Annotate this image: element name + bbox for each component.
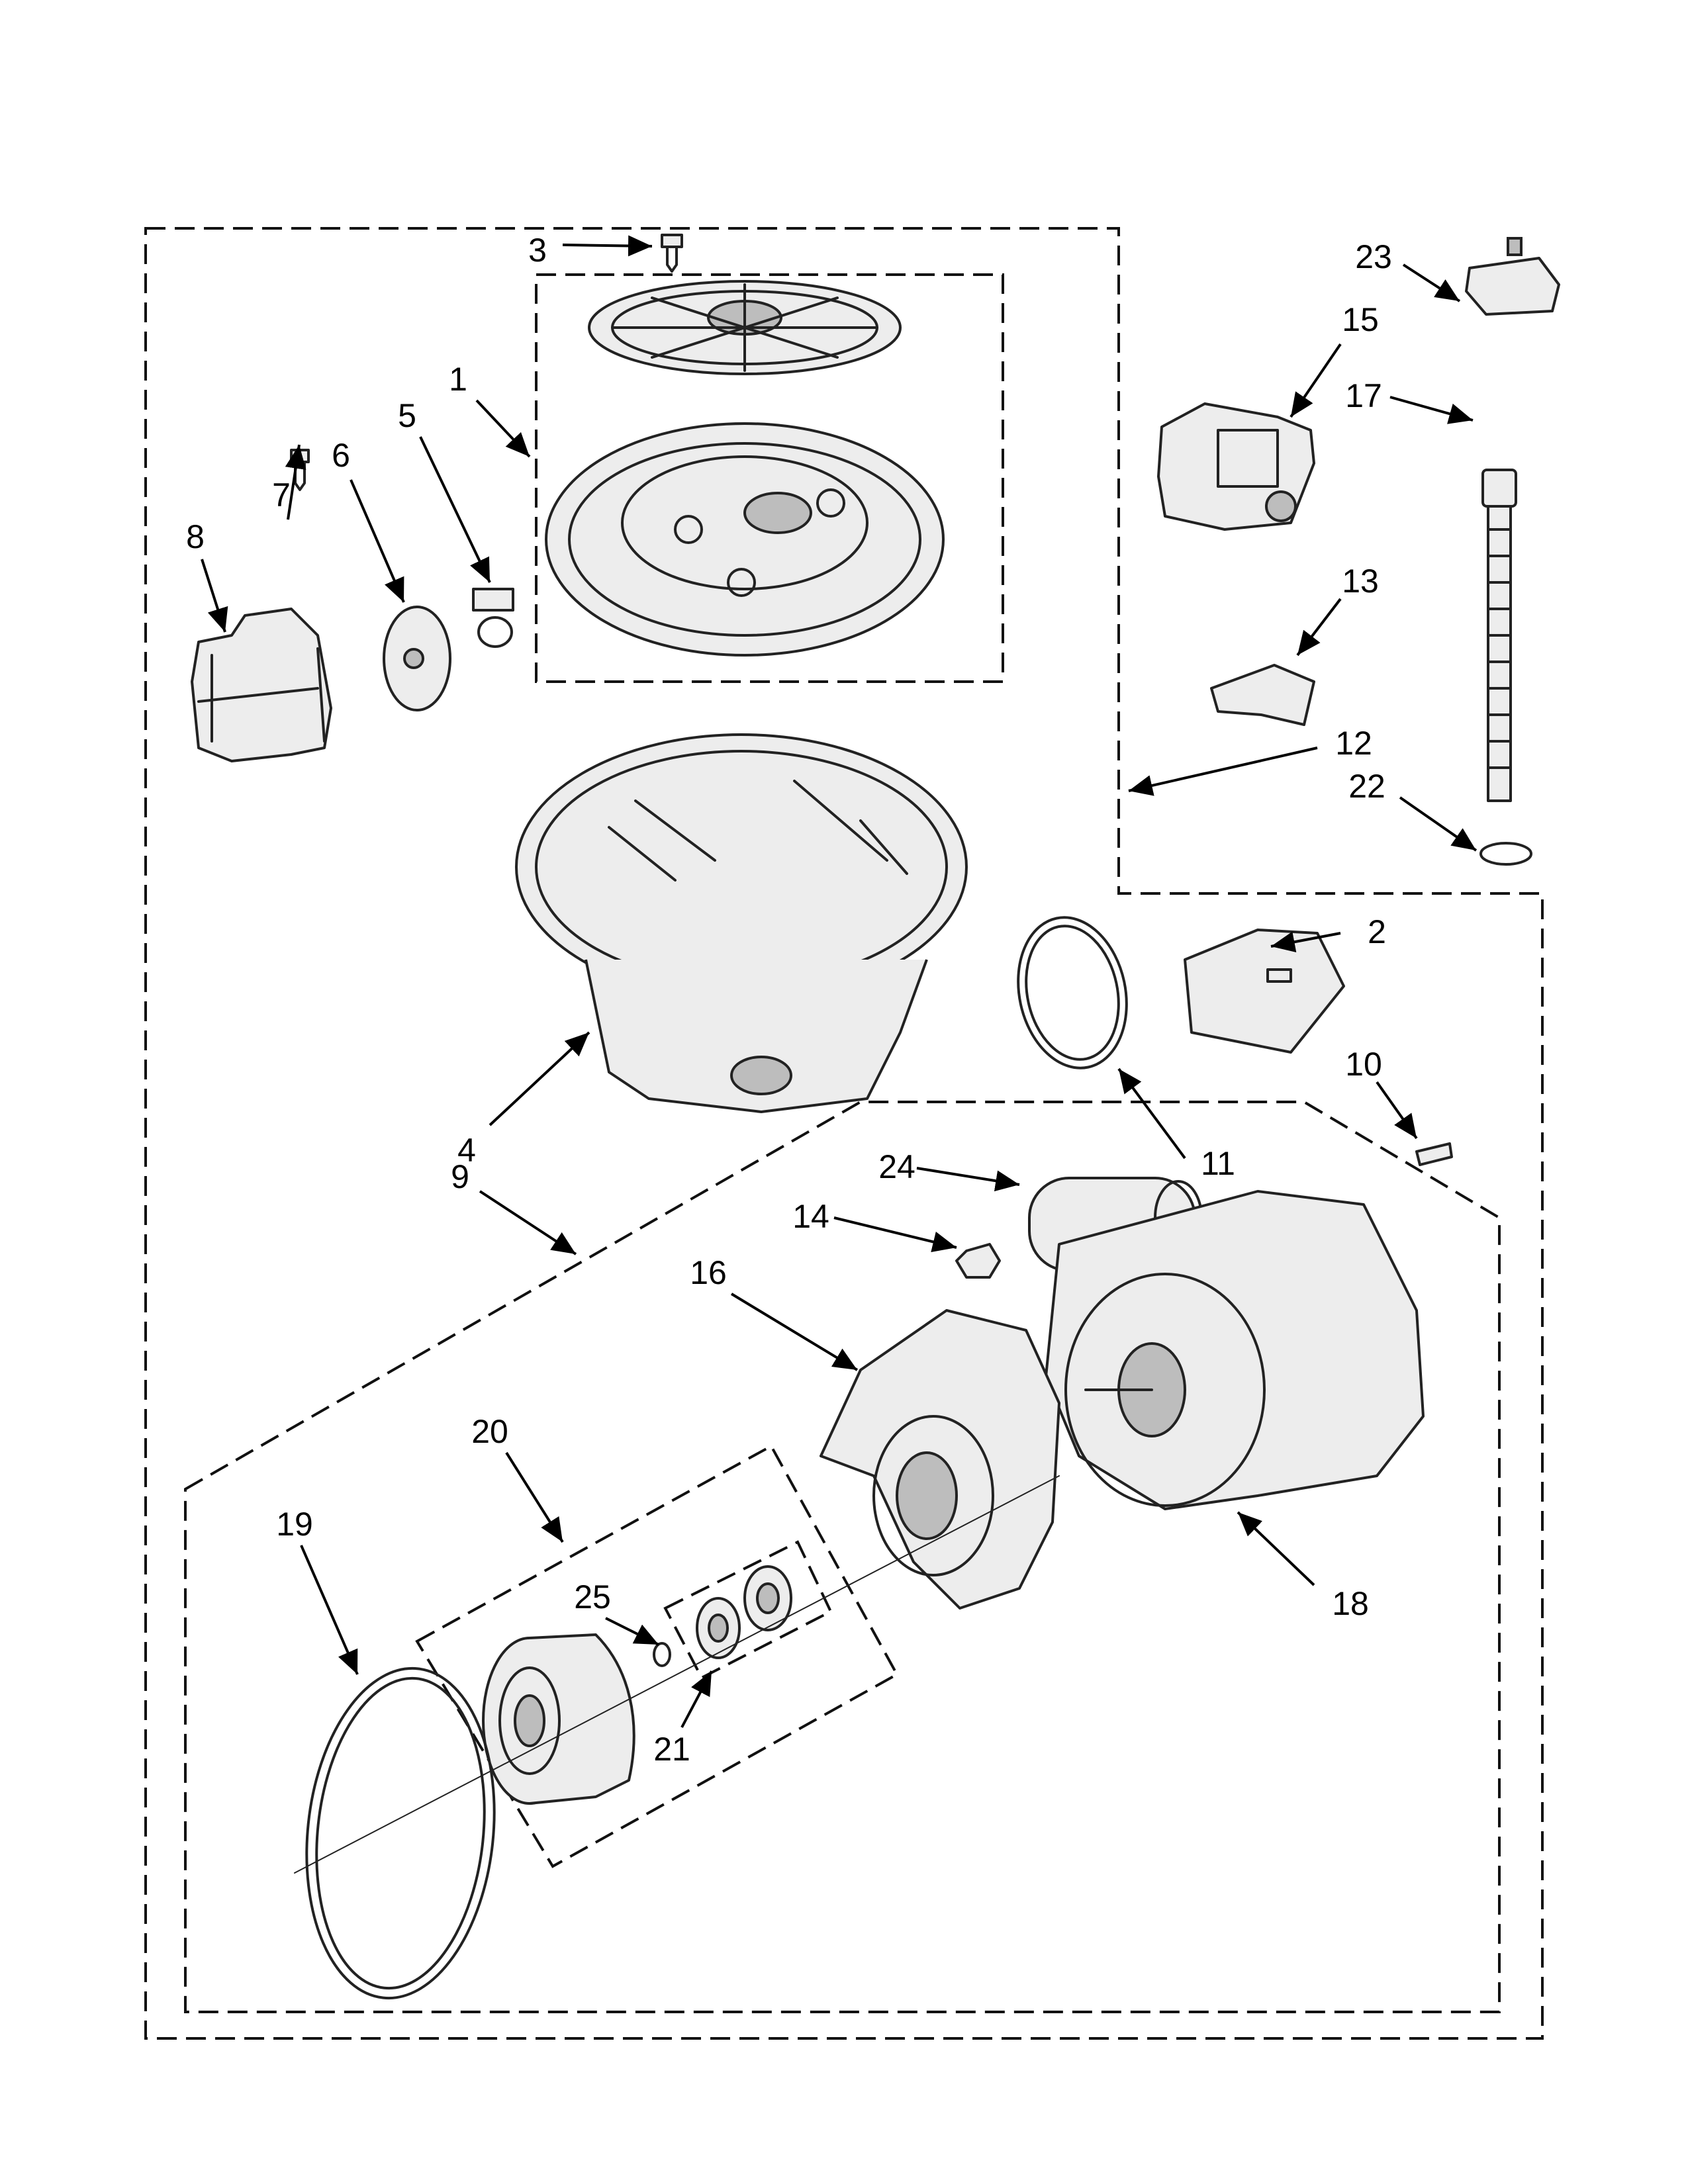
outer-assembly-boundary [144,227,1544,2040]
callout-8: 8 [186,518,205,555]
drain-hose-part-17 [1481,469,1517,802]
leader-12 [1128,747,1318,796]
callout-10: 10 [1345,1046,1382,1083]
callout-6: 6 [332,437,350,474]
leader-19 [300,1545,359,1675]
pump-housing-part-16 [820,1309,1060,1610]
leader-lines [201,235,1477,1728]
callout-1: 1 [449,361,467,398]
diverter-housing-part-8 [191,608,332,762]
clamp-part-22 [1479,842,1532,866]
callout-11: 11 [1201,1145,1235,1182]
callout-18: 18 [1332,1585,1369,1622]
leader-15 [1289,343,1342,418]
leader-2 [1270,931,1341,952]
leader-1 [475,399,531,458]
callout-12: 12 [1335,725,1372,762]
callout-2: 2 [1368,913,1386,950]
leader-8 [201,559,228,633]
callout-4: 4 [457,1132,476,1169]
sensor-part-23 [1465,237,1560,316]
leader-20 [505,1451,564,1543]
callout-3: 3 [528,232,547,269]
motor-part-18 [1045,1190,1425,1510]
spray-arm-group-boundary [535,273,1004,683]
callout-21: 21 [653,1731,690,1768]
callout-22: 22 [1348,768,1385,805]
leader-5 [419,436,491,583]
impeller-kit-boundary [415,1444,899,1868]
leader-4 [489,1031,590,1126]
assembly-axis-line [294,1475,1060,1874]
callout-15: 15 [1342,301,1379,338]
filter-cover-part-1 [588,280,902,375]
callout-23: 23 [1355,238,1392,275]
leader-6 [350,479,405,603]
nut-part-14 [955,1243,1001,1279]
screw-part-10 [1415,1142,1453,1166]
leader-25 [605,1617,659,1646]
callout-17: 17 [1345,377,1382,414]
leader-24 [916,1167,1020,1192]
pump-motor-group-boundary [184,1101,1501,2013]
ring-gasket-part-19 [305,1666,496,2000]
cover-part-2 [1184,929,1345,1054]
callout-labels: 3 1 5 6 7 8 23 15 17 13 12 22 2 10 11 4 … [186,232,1392,1768]
callout-19: 19 [276,1506,313,1543]
lower-spray-arm-part-1 [545,422,945,657]
leader-18 [1237,1511,1315,1586]
leader-16 [730,1293,859,1371]
leader-13 [1296,598,1342,657]
sump-part-4 [515,733,968,1113]
clip-part-5 [472,588,514,648]
washer-part-25 [653,1642,671,1667]
leader-22 [1399,796,1477,852]
callout-9: 9 [451,1158,469,1195]
leader-7 [285,444,306,520]
callout-25: 25 [574,1578,611,1615]
gasket-part-11 [1017,916,1128,1069]
callout-24: 24 [878,1148,915,1185]
leader-9 [479,1190,577,1255]
leader-3 [562,235,653,257]
seal-kit-boundary [663,1540,833,1680]
drain-pump-part-15 [1157,402,1315,531]
screw-part-3 [661,234,683,273]
chopper-part-6 [383,606,451,711]
leader-11 [1117,1068,1186,1160]
leader-23 [1402,263,1461,302]
leader-10 [1376,1081,1418,1140]
impeller-part-20 [482,1633,635,1805]
callout-5: 5 [398,397,416,434]
bracket-part-13 [1210,664,1315,726]
callout-20: 20 [471,1413,508,1450]
callout-14: 14 [792,1198,829,1235]
leader-17 [1389,396,1474,424]
leader-14 [833,1216,957,1253]
callout-13: 13 [1342,563,1379,600]
leader-21 [680,1670,713,1728]
seal-part-21 [696,1565,792,1659]
callout-7: 7 [272,477,291,514]
callout-16: 16 [690,1254,727,1291]
